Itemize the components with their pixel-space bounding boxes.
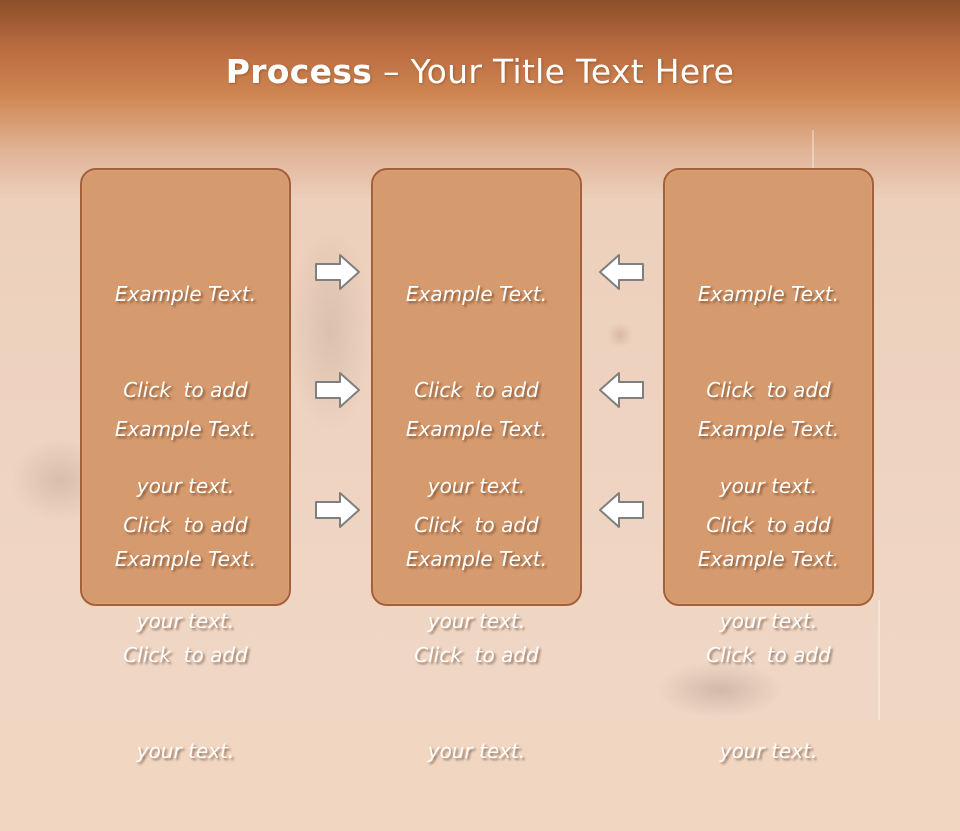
process-box-middle[interactable]: Example Text. Click to add your text. Ex…: [371, 168, 582, 763]
text-line: Click to add: [414, 643, 539, 667]
background-groove: [812, 130, 814, 170]
background-groove: [878, 600, 880, 720]
left-arrow-icon[interactable]: [597, 370, 645, 410]
text-line: Example Text.: [697, 282, 840, 306]
text-line: Click to add: [414, 378, 539, 402]
text-line: your text.: [427, 739, 526, 763]
text-line: your text.: [719, 474, 818, 498]
slide-title[interactable]: Process – Your Title Text Here: [0, 52, 960, 91]
process-box-left[interactable]: Example Text. Click to add your text. Ex…: [80, 168, 291, 763]
text-line: Click to add: [414, 513, 539, 537]
text-block[interactable]: Example Text. Click to add your text.: [82, 349, 289, 701]
right-arrow-icon[interactable]: [314, 490, 362, 530]
text-line: Click to add: [706, 513, 831, 537]
right-arrow-icon[interactable]: [314, 252, 362, 292]
text-line: Example Text.: [114, 282, 257, 306]
text-line: your text.: [427, 474, 526, 498]
text-block[interactable]: Example Text. Click to add your text.: [82, 479, 289, 831]
text-line: your text.: [427, 609, 526, 633]
text-line: Click to add: [706, 643, 831, 667]
text-line: Example Text.: [114, 547, 257, 571]
text-line: your text.: [136, 474, 235, 498]
text-line: Example Text.: [405, 282, 548, 306]
text-line: Click to add: [123, 513, 248, 537]
text-line: Example Text.: [114, 417, 257, 441]
text-block[interactable]: Example Text. Click to add your text.: [665, 349, 872, 701]
text-line: your text.: [136, 739, 235, 763]
text-block[interactable]: Example Text. Click to add your text.: [665, 214, 872, 566]
text-line: Example Text.: [405, 417, 548, 441]
text-line: Click to add: [123, 643, 248, 667]
text-block[interactable]: Example Text. Click to add your text.: [665, 479, 872, 831]
process-box-right[interactable]: Example Text. Click to add your text. Ex…: [663, 168, 874, 763]
text-line: Example Text.: [405, 547, 548, 571]
text-line: Example Text.: [697, 417, 840, 441]
text-block[interactable]: Example Text. Click to add your text.: [82, 214, 289, 566]
text-block[interactable]: Example Text. Click to add your text.: [373, 349, 580, 701]
text-line: Example Text.: [697, 547, 840, 571]
text-line: your text.: [136, 609, 235, 633]
text-line: your text.: [719, 739, 818, 763]
left-arrow-icon[interactable]: [597, 252, 645, 292]
title-bold: Process: [225, 52, 373, 91]
right-arrow-icon[interactable]: [314, 370, 362, 410]
text-line: your text.: [719, 609, 818, 633]
left-arrow-icon[interactable]: [597, 490, 645, 530]
text-line: Click to add: [706, 378, 831, 402]
title-rest: – Your Title Text Here: [372, 52, 735, 91]
text-line: Click to add: [123, 378, 248, 402]
text-block[interactable]: Example Text. Click to add your text.: [373, 479, 580, 831]
text-block[interactable]: Example Text. Click to add your text.: [373, 214, 580, 566]
